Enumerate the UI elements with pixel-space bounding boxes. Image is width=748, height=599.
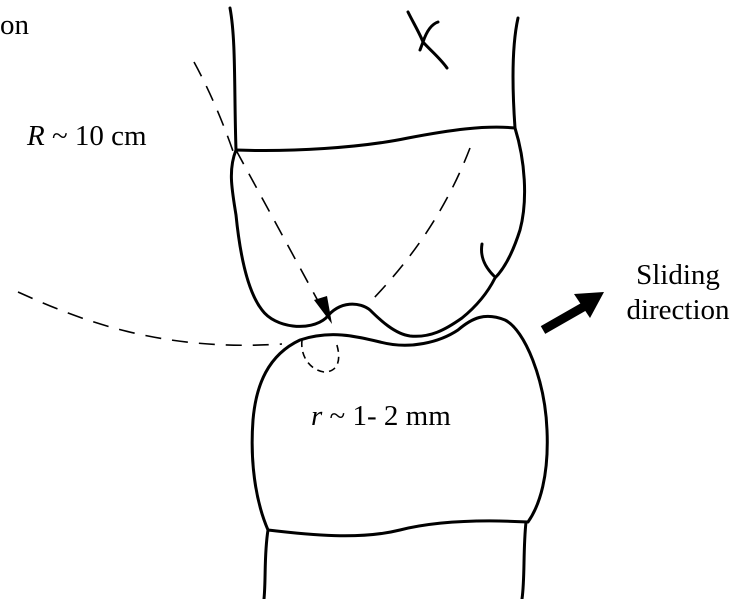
large-radius-value: ~ 10 cm	[45, 120, 147, 152]
large-radius-arc	[194, 62, 236, 160]
upper-block	[231, 127, 524, 336]
small-radius-symbol: r	[311, 400, 323, 432]
upper-shaft-right-edge	[513, 18, 518, 128]
lower-shaft-left-edge	[264, 530, 268, 599]
sliding-arrow	[543, 292, 604, 330]
large-radius-label: R ~ 10 cm	[26, 120, 147, 152]
small-radius-circle	[302, 340, 339, 372]
small-radius-label: r ~ 1- 2 mm	[311, 400, 451, 432]
upper-shaft-crack	[408, 12, 447, 68]
large-radius-arc-lower	[18, 292, 282, 345]
sliding-arrow-shaft	[543, 306, 585, 330]
corner-text: on	[0, 9, 30, 41]
sliding-label-line2: direction	[626, 294, 730, 326]
lower-shaft-right-edge	[522, 522, 526, 599]
sliding-label-line1: Sliding	[636, 259, 720, 291]
small-radius-value: ~ 1- 2 mm	[322, 400, 451, 432]
upper-block-chip	[482, 244, 495, 276]
upper-shaft-left-edge	[230, 8, 236, 150]
radius-line-right	[372, 148, 470, 300]
large-radius-symbol: R	[26, 120, 45, 152]
